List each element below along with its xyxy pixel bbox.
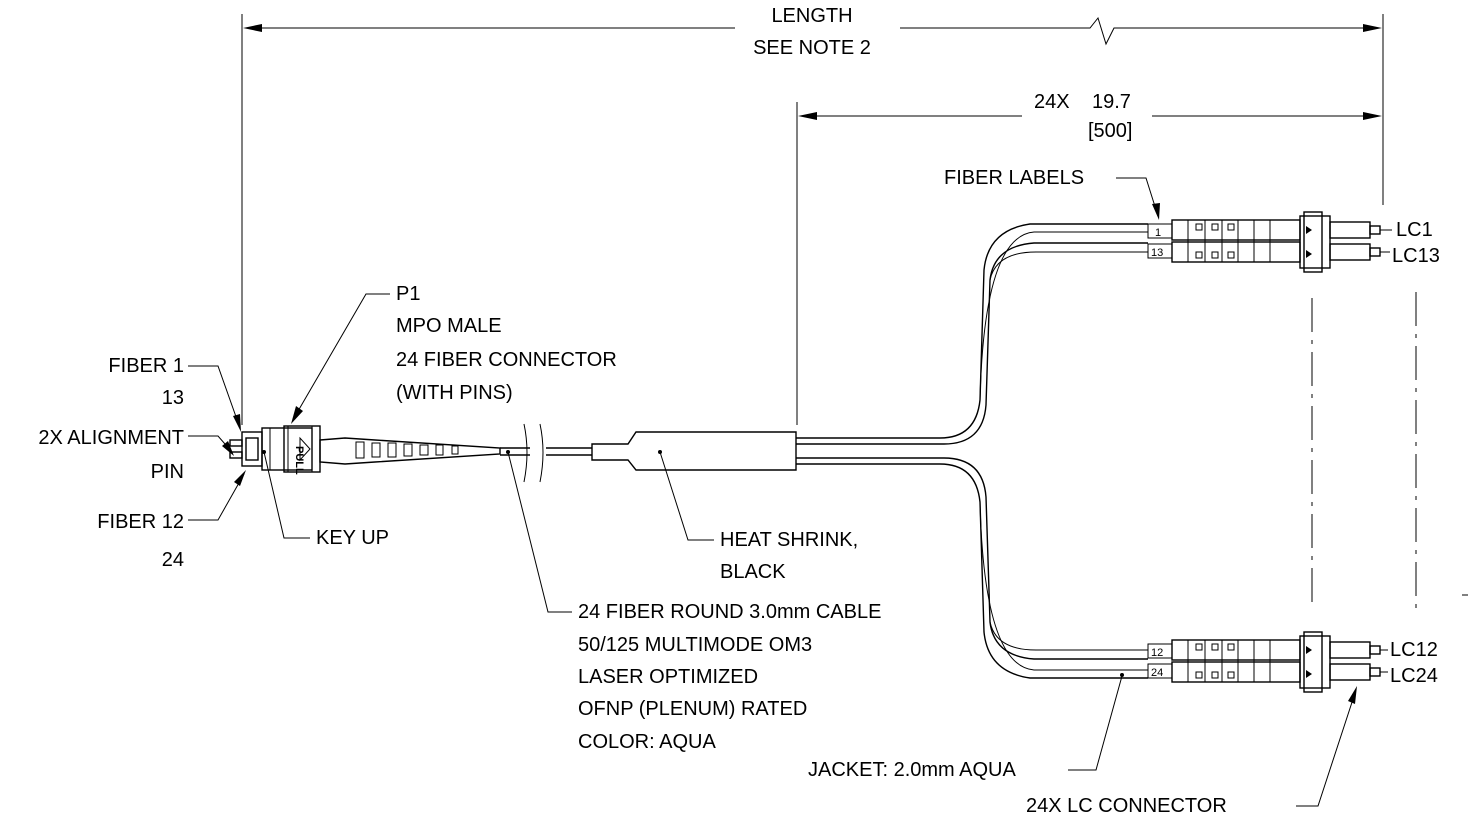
lc1-label: LC1 [1396,219,1433,241]
cable-text-1: 24 FIBER ROUND 3.0mm CABLE [578,601,881,623]
breakout-dimension: 24X 19.7 [500] [796,91,1382,425]
breakout-mm: [500] [1088,120,1132,142]
cable-text-5: COLOR: AQUA [578,731,716,753]
key-up-callout: KEY UP [262,450,389,549]
breakout-count: 24X [1034,91,1070,113]
p1-line2: 24 FIBER CONNECTOR [396,349,617,371]
fiber-13-text: 13 [162,387,184,409]
p1-line1: MPO MALE [396,315,502,337]
alignment-pin-callout: 2X ALIGNMENT PIN [38,427,234,483]
fiber-tag-13: 13 [1151,247,1163,259]
trunk-cable [500,423,592,483]
heat-shrink [591,431,797,471]
lc-connector-callout: 24X LC CONNECTOR [1026,686,1357,817]
fiber-tag-24: 24 [1151,667,1163,679]
length-note: SEE NOTE 2 [753,37,871,59]
key-up-text: KEY UP [316,527,389,549]
jacket-callout: JACKET: 2.0mm AQUA [808,675,1123,781]
fiber-labels-text: FIBER LABELS [944,167,1084,189]
p1-line3: (WITH PINS) [396,382,513,404]
heat-shrink-text-1: HEAT SHRINK, [720,529,858,551]
lc24-label: LC24 [1390,665,1438,687]
lc-connector-bottom: 12 24 [1147,631,1381,693]
center-lines [1311,292,1468,614]
pull-label: PULL [293,446,305,475]
lc-connector-text: 24X LC CONNECTOR [1026,795,1227,817]
cable-text-4: OFNP (PLENUM) RATED [578,698,807,720]
length-dimension: LENGTH SEE NOTE 2 [241,5,1384,425]
lc-connector-top: 1 13 [1147,211,1381,273]
length-label: LENGTH [771,5,852,27]
lc12-label: LC12 [1390,639,1438,661]
fiber-24-text: 24 [162,549,184,571]
p1-callout: P1 MPO MALE 24 FIBER CONNECTOR (WITH PIN… [291,283,617,424]
alignment-pin-text-2: PIN [151,461,184,483]
boot-slots [355,441,459,459]
jacket-text: JACKET: 2.0mm AQUA [808,759,1016,781]
fiber-tag-1: 1 [1155,227,1161,239]
heat-shrink-callout: HEAT SHRINK, BLACK [659,451,858,583]
fiber-tag-12: 12 [1151,647,1163,659]
heat-shrink-text-2: BLACK [720,561,786,583]
mpo-connector: PULL [229,425,501,475]
lc13-label: LC13 [1392,245,1440,267]
fiber-12-text: FIBER 12 [97,511,184,533]
cable-text-3: LASER OPTIMIZED [578,666,758,688]
p1-title: P1 [396,283,420,305]
cable-text-2: 50/125 MULTIMODE OM3 [578,634,812,656]
fiber-1-callout: FIBER 1 13 [108,355,241,432]
alignment-pin-text-1: 2X ALIGNMENT [38,427,184,449]
fiber-1-text: FIBER 1 [108,355,184,377]
breakout-inches: 19.7 [1092,91,1131,113]
breakout-legs [796,223,1148,679]
lc-label-leaders [1380,229,1392,673]
fiber-labels-callout: FIBER LABELS [944,167,1160,220]
fiber-12-callout: FIBER 12 24 [97,470,246,571]
cable-callout: 24 FIBER ROUND 3.0mm CABLE 50/125 MULTIM… [507,451,881,753]
